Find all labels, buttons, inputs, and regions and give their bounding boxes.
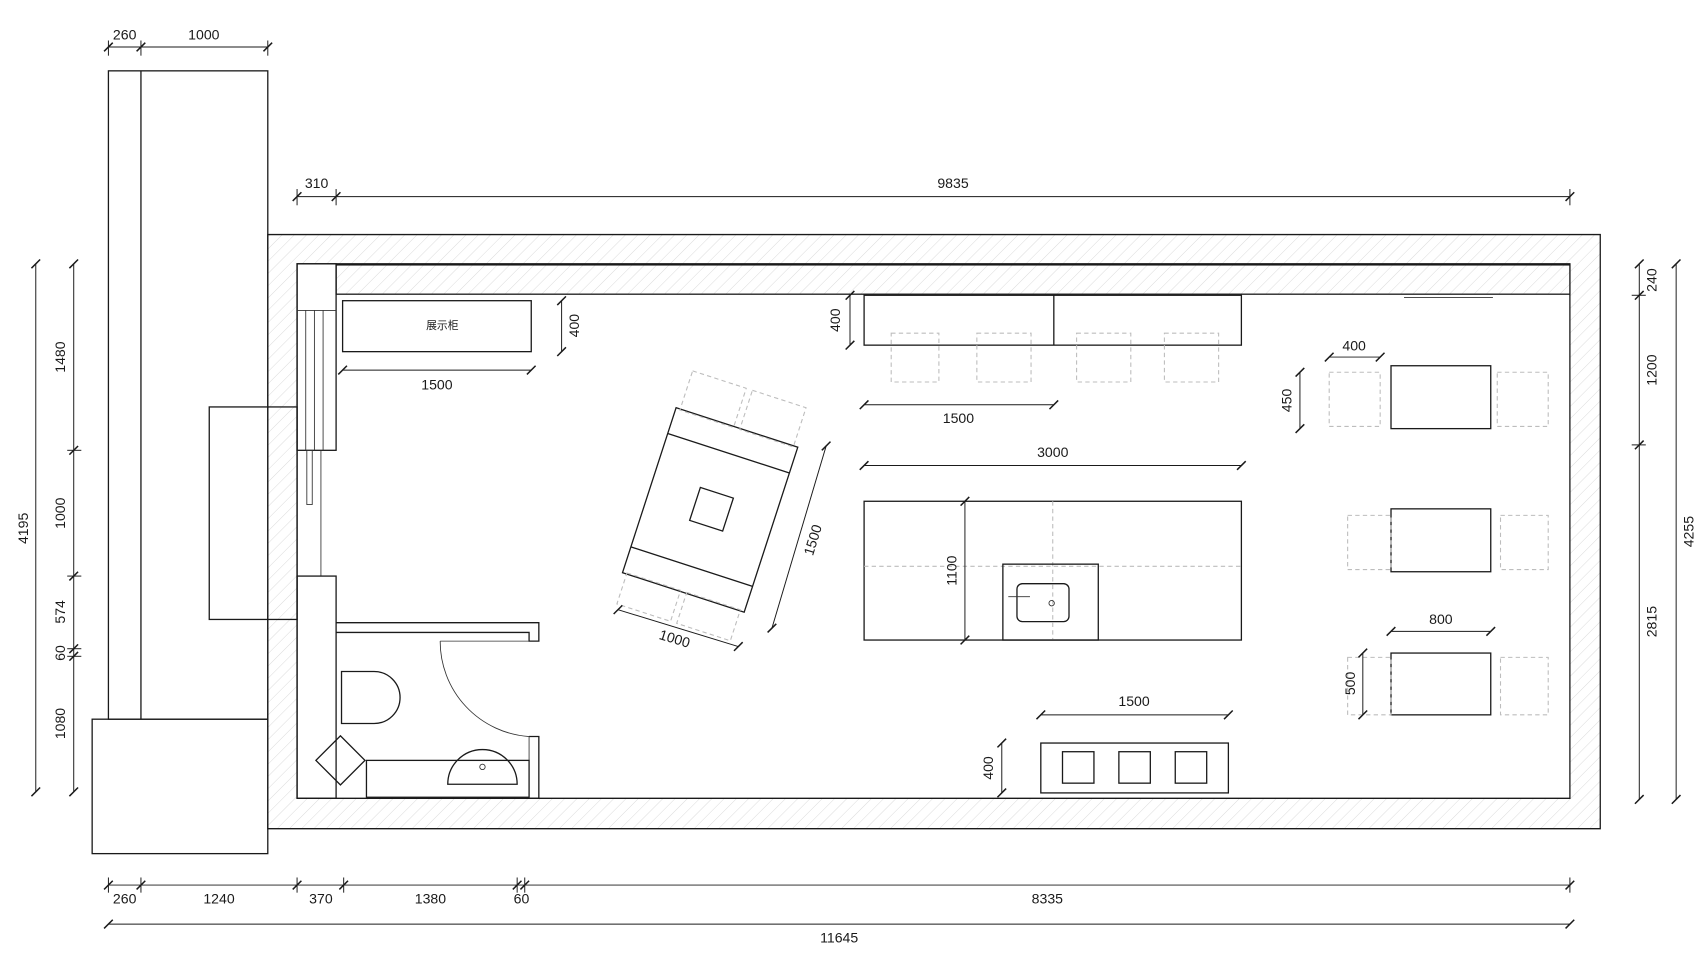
bench-seat — [1118, 751, 1151, 784]
dim-stool-width: 400 — [1342, 338, 1366, 354]
sofa-back — [667, 432, 790, 474]
top-counter — [863, 294, 1243, 346]
display-cabinet — [341, 300, 532, 353]
dim-left-seg-1: 1480 — [52, 341, 68, 372]
counter-stool — [1076, 332, 1132, 383]
counter-stool — [1163, 332, 1220, 383]
dining-table — [1390, 508, 1492, 573]
sink-basin — [1016, 583, 1070, 623]
dim-top-left-b: 1000 — [188, 26, 219, 42]
vanity-counter — [365, 759, 530, 798]
dim-top-left-a: 260 — [113, 26, 137, 42]
washbasin-drain — [479, 763, 486, 771]
dim-table-depth: 500 — [1342, 672, 1358, 696]
dim-counter-width: 1500 — [943, 410, 974, 426]
dim-bottom-seg-2: 1240 — [203, 891, 234, 907]
sink-drain — [1048, 600, 1055, 607]
dimension-lines: 260 1000 310 9835 4195 1480 1000 574 60 … — [15, 26, 1696, 945]
dim-bottom-seg-5: 60 — [514, 891, 530, 907]
dim-left-seg-2: 1000 — [52, 497, 68, 528]
walls — [91, 70, 1601, 855]
bathroom-right-wall — [529, 735, 540, 799]
bathroom — [314, 622, 540, 799]
bottom-left-block — [91, 718, 269, 855]
sofa-chair-ghost — [679, 370, 747, 429]
bench — [1040, 742, 1230, 794]
dining-chair — [1347, 514, 1392, 571]
dim-sofa-length: 1500 — [800, 522, 825, 557]
dim-island-depth: 1100 — [943, 555, 959, 585]
dim-left-total: 4195 — [15, 513, 31, 544]
top-inner-band — [335, 264, 1571, 295]
dim-bottom-seg-4: 1380 — [415, 891, 446, 907]
dining-chair — [1496, 371, 1549, 428]
main-outer-wall — [267, 233, 1601, 830]
dim-left-seg-5: 1080 — [52, 708, 68, 739]
sofa-front — [630, 546, 753, 588]
dim-right-seg-1: 240 — [1644, 268, 1660, 292]
dim-right-seg-2: 1200 — [1644, 354, 1660, 385]
sofa-chair-ghost — [616, 572, 682, 623]
dining-chair — [1328, 371, 1381, 428]
door-frame-bottom — [296, 575, 337, 799]
dim-bottom-seg-1: 260 — [113, 891, 137, 907]
sofa-chair-ghost — [739, 389, 807, 448]
bench-seat — [1061, 751, 1095, 784]
door-leaf — [306, 449, 313, 505]
dim-bottom-seg-6: 8335 — [1032, 891, 1063, 907]
coffee-table — [688, 486, 735, 532]
dining-chair — [1347, 656, 1392, 716]
display-cabinet-label: 展示柜 — [426, 319, 459, 332]
dining-table — [1390, 652, 1492, 716]
dim-bench-depth: 400 — [980, 756, 996, 780]
bathroom-door-swing — [439, 641, 530, 737]
dim-top-main-a: 310 — [305, 175, 329, 191]
dim-bottom-seg-3: 370 — [309, 891, 333, 907]
bathroom-top-wall — [336, 622, 540, 642]
sink-counter — [1002, 563, 1099, 641]
dim-bench-width: 1500 — [1118, 693, 1149, 709]
sofa-chair-ghost — [676, 591, 742, 642]
dim-stool-depth: 450 — [1278, 389, 1294, 413]
dim-top-main-b: 9835 — [937, 175, 968, 191]
dim-cabinet-width: 1500 — [421, 377, 452, 393]
entry-box — [208, 406, 298, 621]
rotated-sofa-set — [616, 370, 807, 642]
dining-table — [1390, 365, 1492, 430]
counter-stool — [976, 332, 1032, 383]
left-corridor-outer — [107, 70, 269, 720]
furniture: 展示柜 — [341, 294, 1549, 794]
door-frame-top — [296, 263, 337, 451]
sofa-frame — [621, 406, 799, 614]
dim-right-seg-3: 2815 — [1644, 606, 1660, 637]
dim-left-seg-4: 60 — [52, 645, 68, 661]
dining-chair — [1499, 514, 1549, 571]
dim-bottom-total: 11645 — [820, 930, 858, 946]
toilet-tank — [340, 670, 401, 725]
dining-chair — [1499, 656, 1549, 716]
dim-right-total: 4255 — [1680, 516, 1696, 547]
dim-left-seg-3: 574 — [52, 600, 68, 624]
counter-stool — [890, 332, 940, 383]
dim-cabinet-depth: 400 — [566, 314, 582, 338]
dim-table-width: 800 — [1429, 611, 1453, 627]
dim-island-width: 3000 — [1037, 444, 1068, 460]
dim-counter-depth: 400 — [827, 308, 843, 332]
bench-seat — [1174, 751, 1208, 784]
shower-corner — [314, 734, 366, 786]
dim-sofa-width: 1000 — [657, 626, 692, 651]
washbasin — [447, 748, 518, 785]
